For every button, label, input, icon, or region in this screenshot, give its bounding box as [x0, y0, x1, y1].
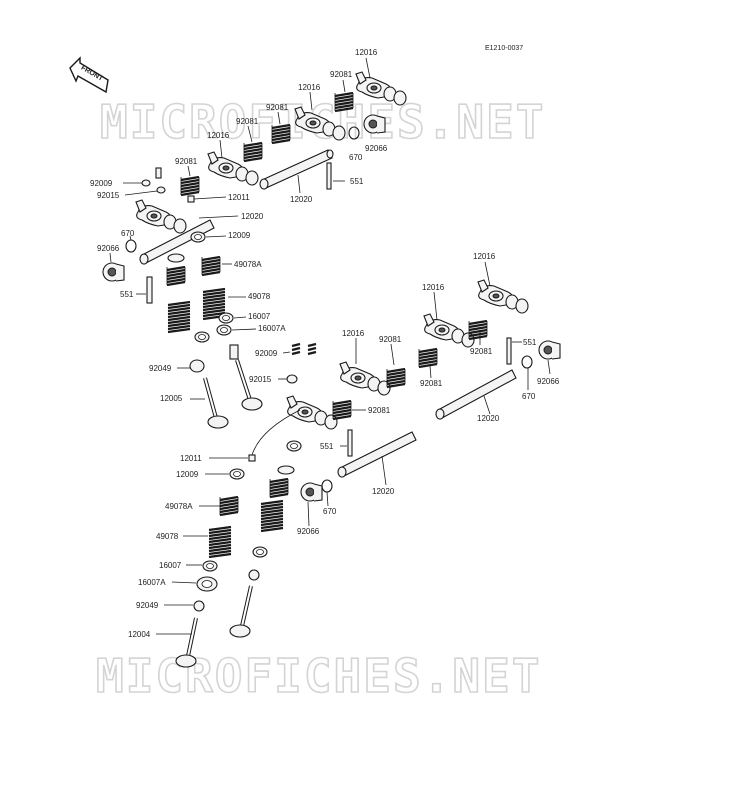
label-49078-a: 49078: [248, 292, 271, 301]
label-92081-f: 92081: [470, 347, 493, 356]
label-12020-c: 12020: [477, 414, 500, 423]
label-92066-b: 92066: [97, 244, 120, 253]
label-92009-a: 92009: [90, 179, 113, 188]
label-12011-b: 12011: [180, 454, 202, 463]
rocker-shaft-upper-right: [259, 149, 334, 190]
label-92015-a: 92015: [97, 191, 120, 200]
front-arrow-icon: FRONT: [69, 56, 109, 94]
label-16007A-b: 16007A: [138, 578, 166, 587]
label-670-c: 670: [522, 392, 536, 401]
label-12004: 12004: [128, 630, 151, 639]
label-16007A-a: 16007A: [258, 324, 286, 333]
valve-12005-left: [203, 377, 229, 429]
label-12016-a: 12016: [355, 48, 378, 57]
label-92081-h: 92081: [368, 406, 391, 415]
valve-12004-left: [175, 617, 198, 668]
label-16007-b: 16007: [159, 561, 182, 570]
rocker-shaft-upper-left: [139, 219, 215, 265]
label-92081-e: 92081: [379, 335, 402, 344]
label-551-d: 551: [320, 442, 334, 451]
label-92015-b: 92015: [249, 375, 272, 384]
label-670-a: 670: [349, 153, 363, 162]
label-16007-a: 16007: [248, 312, 271, 321]
label-92066-d: 92066: [297, 527, 320, 536]
label-92066-a: 92066: [365, 144, 388, 153]
label-551-c: 551: [523, 338, 537, 347]
label-49078-b: 49078: [156, 532, 179, 541]
rocker-shaft-lower: [337, 431, 417, 478]
label-670-d: 670: [323, 507, 337, 516]
label-551-a: 551: [350, 177, 364, 186]
label-92081-d: 92081: [175, 157, 198, 166]
valve-12005-right: [235, 359, 263, 411]
label-12016-c: 12016: [207, 131, 230, 140]
label-12016-f: 12016: [342, 329, 365, 338]
label-12016-d: 12016: [473, 252, 496, 261]
label-92049-a: 92049: [149, 364, 172, 373]
label-92081-c: 92081: [236, 117, 259, 126]
label-12020-b: 12020: [241, 212, 264, 221]
label-92049-b: 92049: [136, 601, 159, 610]
label-49078A-a: 49078A: [234, 260, 262, 269]
valve-12004-right: [229, 585, 253, 638]
watermark-bottom: MICROFICHES.NET: [96, 649, 541, 703]
label-12009-b: 12009: [176, 470, 199, 479]
label-12011-a: 12011: [228, 193, 250, 202]
rocker-shaft-right: [435, 369, 517, 420]
diagram-code: E1210-0037: [485, 45, 523, 52]
label-12020-d: 12020: [372, 487, 395, 496]
label-92081-a: 92081: [330, 70, 353, 79]
label-12020-a: 12020: [290, 195, 313, 204]
label-92066-c: 92066: [537, 377, 560, 386]
label-12016-e: 12016: [422, 283, 445, 292]
label-92081-g: 92081: [420, 379, 443, 388]
label-670-b: 670: [121, 229, 135, 238]
label-12009-a: 12009: [228, 231, 251, 240]
label-49078A-b: 49078A: [165, 502, 193, 511]
label-12005: 12005: [160, 394, 183, 403]
label-92081-b: 92081: [266, 103, 289, 112]
label-92009-b: 92009: [255, 349, 278, 358]
label-12016-b: 12016: [298, 83, 321, 92]
label-551-b: 551: [120, 290, 134, 299]
